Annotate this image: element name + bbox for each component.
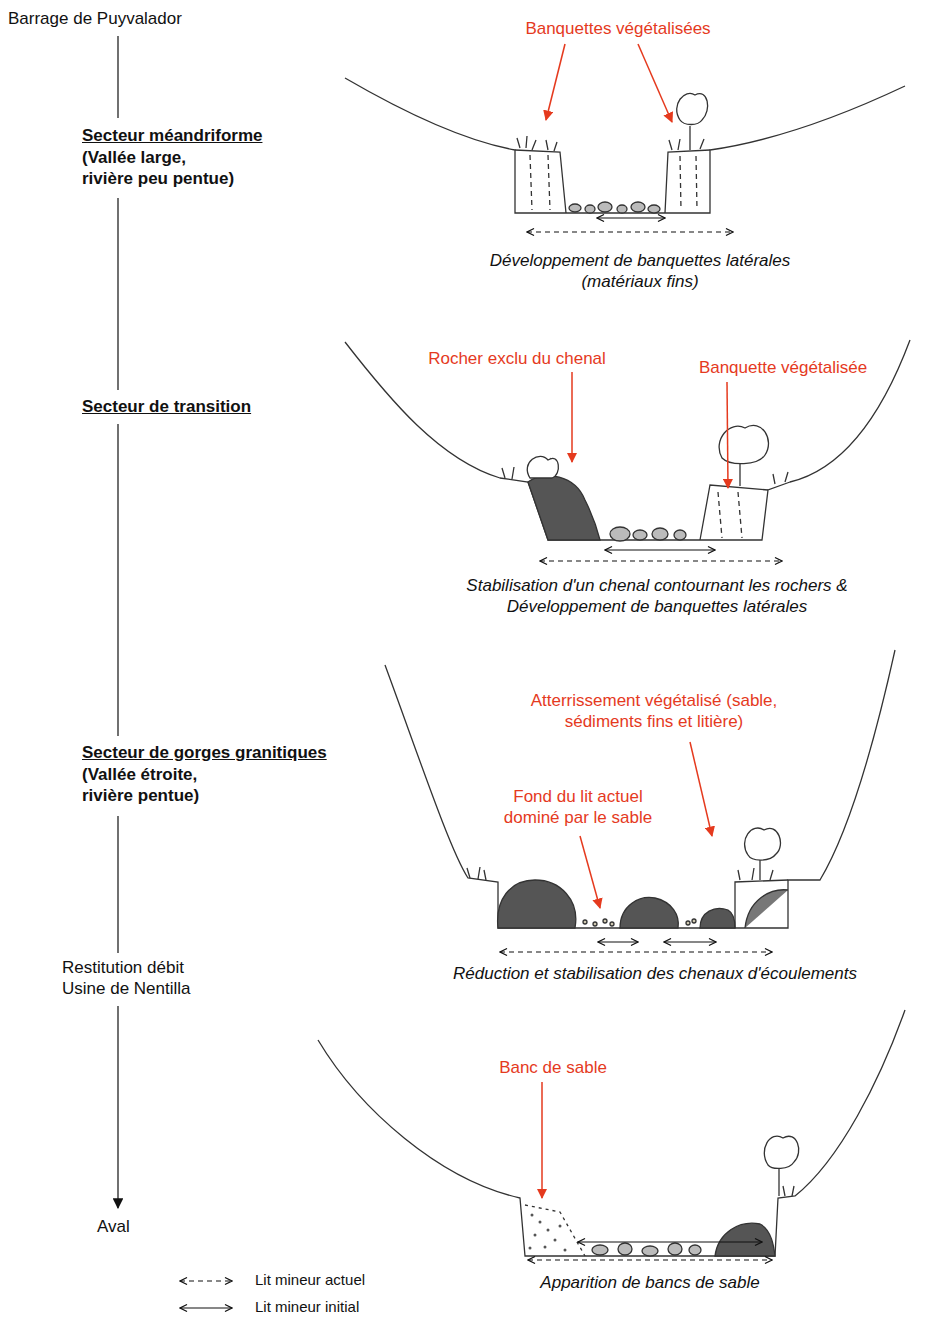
station-label: Restitution débit Usine de Nentilla bbox=[62, 957, 204, 1000]
sector-note: (Vallée étroite, rivière pentue) bbox=[82, 764, 210, 807]
endpoint-label: Aval bbox=[97, 1216, 130, 1237]
sector-heading: Secteur de gorges granitiques bbox=[82, 742, 327, 763]
section-caption: Développement de banquettes latérales (m… bbox=[454, 250, 826, 293]
section-meander bbox=[345, 78, 905, 213]
callout-label: Fond du lit actuel dominé par le sable bbox=[494, 786, 662, 829]
callout-label: Atterrissement végétalisé (sable, sédime… bbox=[509, 690, 799, 733]
section-caption: Réduction et stabilisation des chenaux d… bbox=[453, 963, 857, 984]
section-downstream bbox=[318, 1010, 905, 1256]
legend-samples bbox=[180, 1281, 232, 1308]
callout-label: Banquette végétalisée bbox=[699, 357, 867, 378]
callout-label: Rocher exclu du chenal bbox=[428, 348, 606, 369]
section-caption: Apparition de bancs de sable bbox=[540, 1272, 759, 1293]
legend-label: Lit mineur initial bbox=[255, 1298, 359, 1317]
sector-heading: Secteur de transition bbox=[82, 396, 251, 417]
legend-label: Lit mineur actuel bbox=[255, 1271, 365, 1290]
sector-heading: Secteur méandriforme bbox=[82, 125, 262, 146]
section-caption: Stabilisation d'un chenal contournant le… bbox=[422, 575, 892, 618]
sector-note: (Vallée large, rivière peu pentue) bbox=[82, 147, 238, 190]
callout-label: Banc de sable bbox=[499, 1057, 607, 1078]
endpoint-label: Barrage de Puyvalador bbox=[8, 8, 182, 29]
section-transition bbox=[345, 340, 910, 541]
section-gorges bbox=[385, 650, 895, 928]
axis-line bbox=[117, 36, 118, 1208]
callout-label: Banquettes végétalisées bbox=[525, 18, 710, 39]
